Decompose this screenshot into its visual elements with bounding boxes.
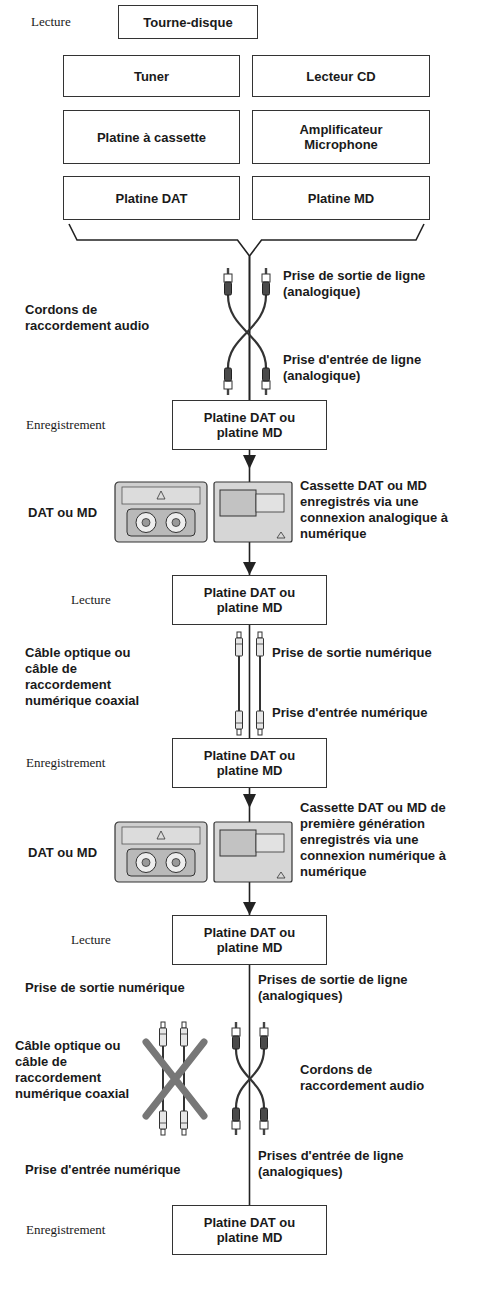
box-label: Platine DAT [116,191,188,206]
process-box: Amplificateur Microphone [252,110,430,164]
box-label: Tuner [134,69,169,84]
analog-cable [232,1022,268,1135]
callout-label: DAT ou MD [28,845,97,861]
stage-heading: Enregistrement [26,417,105,433]
callout-label: Cordons de raccordement audio [300,1062,450,1094]
box-label: Tourne-disque [143,15,232,30]
process-box: Tuner [63,55,240,97]
stage-heading: Lecture [71,932,111,948]
callout-label: Prise de sortie numérique [25,980,185,996]
process-box: LecturePlatine DAT ou platine MD [172,575,327,625]
box-label: Platine MD [308,191,374,206]
process-box: Platine à cassette [63,110,240,164]
box-label: Platine à cassette [97,130,206,145]
stage-heading: Lecture [31,14,71,30]
callout-label: Câble optique ou câble de raccordement n… [15,1038,140,1102]
box-label: Platine DAT ou platine MD [190,1215,310,1245]
callout-label: Prise d'entrée de ligne (analogique) [283,352,478,384]
box-label: Platine DAT ou platine MD [190,748,310,778]
process-box: LecturePlatine DAT ou platine MD [172,915,327,965]
box-label: Platine DAT ou platine MD [190,925,310,955]
process-box: EnregistrementPlatine DAT ou platine MD [172,738,327,788]
cassette-picture [115,822,292,882]
process-box: EnregistrementPlatine DAT ou platine MD [172,1205,327,1255]
callout-label: Cordons de raccordement audio [25,302,160,334]
process-box: Lecteur CD [252,55,430,97]
callout-label: Cassette DAT ou MD enregistrés via une c… [300,478,480,542]
callout-label: DAT ou MD [28,505,97,521]
callout-label: Câble optique ou câble de raccordement n… [25,645,165,709]
box-label: Amplificateur Microphone [281,122,401,152]
cassette-picture [115,482,292,542]
connector [249,965,251,1205]
analog-cable [224,268,270,395]
connector [249,625,251,738]
process-box: Platine DAT [63,176,240,220]
stage-heading: Enregistrement [26,1222,105,1238]
box-label: Platine DAT ou platine MD [190,585,310,615]
callout-label: Prise d'entrée numérique [25,1162,181,1178]
process-box: EnregistrementPlatine DAT ou platine MD [172,400,327,450]
callout-label: Prise de sortie numérique [272,645,432,661]
stage-heading: Enregistrement [26,755,105,771]
stage-heading: Lecture [71,592,111,608]
callout-label: Prises d'entrée de ligne (analogiques) [258,1148,458,1180]
process-box: LectureTourne-disque [118,5,258,39]
digital-cable [236,632,264,735]
box-label: Lecteur CD [306,69,375,84]
process-box: Platine MD [252,176,430,220]
callout-label: Prises de sortie de ligne (analogiques) [258,972,458,1004]
callout-label: Cassette DAT ou MD de première génératio… [300,800,480,880]
digital-cable-crossed [146,1022,204,1135]
box-label: Platine DAT ou platine MD [190,410,310,440]
callout-label: Prise d'entrée numérique [272,705,428,721]
callout-label: Prise de sortie de ligne (analogique) [283,268,478,300]
